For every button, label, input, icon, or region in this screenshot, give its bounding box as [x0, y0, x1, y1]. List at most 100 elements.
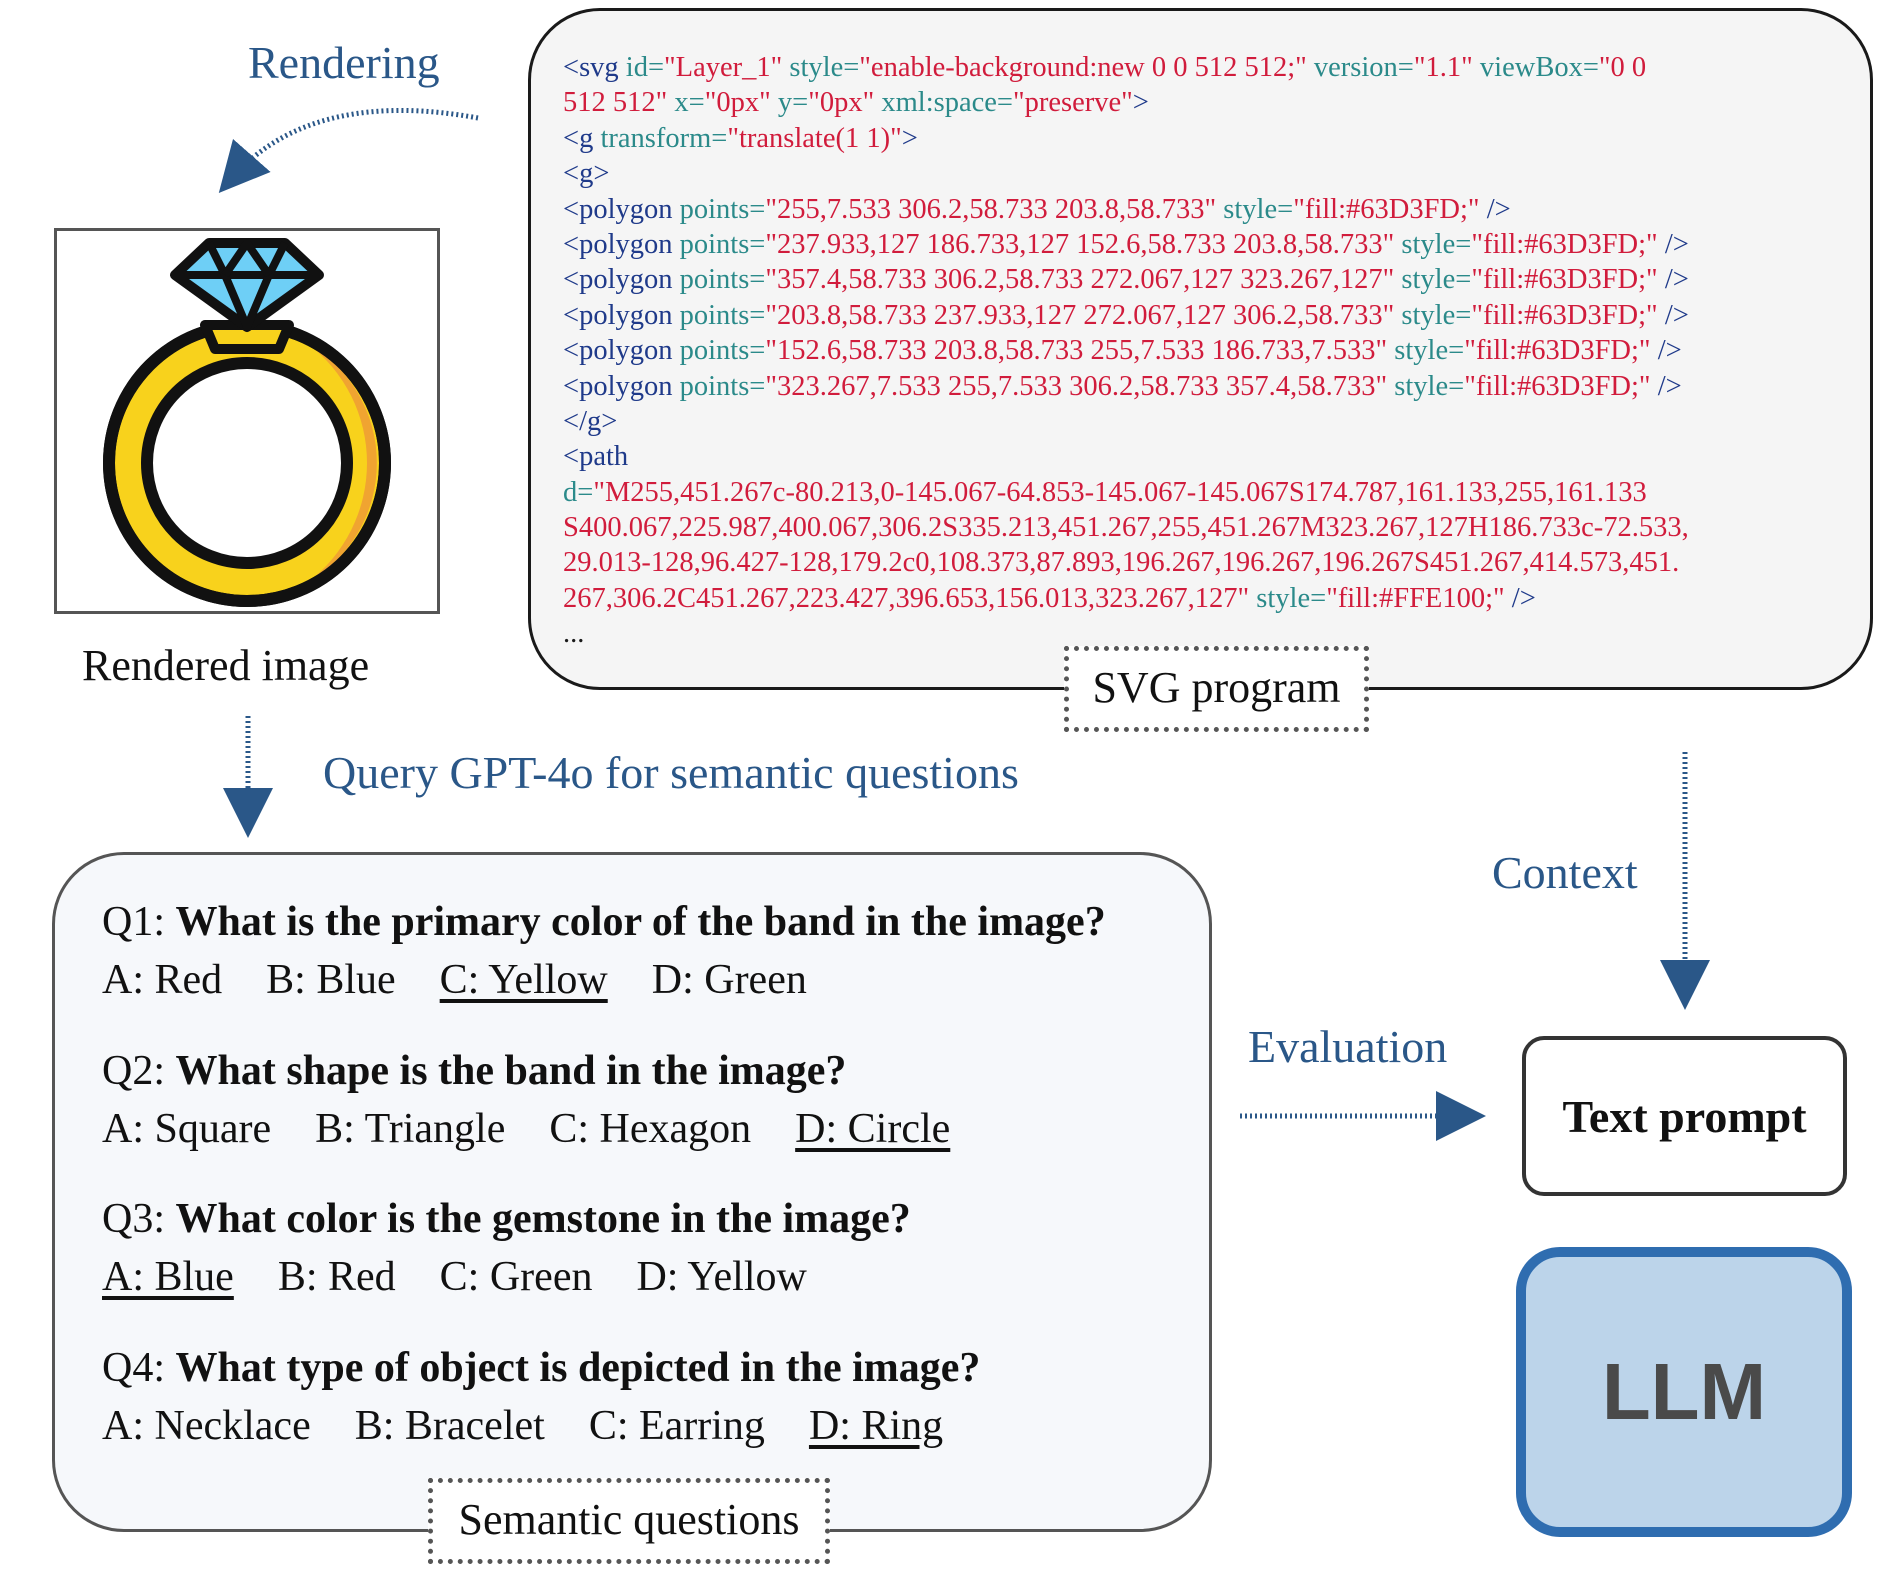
- code-token: y=: [777, 87, 809, 119]
- question-body: What type of object is depicted in the i…: [175, 1345, 981, 1391]
- code-line: <svg id="Layer_1" style="enable-backgrou…: [563, 50, 1863, 85]
- answer-option: C: Hexagon: [549, 1106, 752, 1152]
- code-token: <polygon: [563, 193, 680, 225]
- code-token: <polygon: [563, 335, 680, 367]
- question-body: What shape is the band in the image?: [175, 1048, 847, 1094]
- code-token: points=: [679, 228, 766, 260]
- code-token: "translate(1 1)": [727, 122, 902, 154]
- code-token: version=: [1313, 52, 1414, 83]
- code-token: <polygon: [563, 370, 680, 402]
- code-token: <polygon: [563, 228, 680, 260]
- code-token: "fill:#63D3FD;": [1471, 299, 1665, 331]
- code-token: "fill:#63D3FD;": [1464, 335, 1658, 367]
- answer-option: B: Red: [277, 1254, 396, 1300]
- semantic-questions-box: [52, 852, 1212, 1532]
- svg-program-box: [528, 8, 1873, 690]
- question-text: Q1: What is the primary color of the ban…: [102, 898, 1106, 946]
- code-token: "Layer_1": [664, 52, 790, 83]
- code-token: viewBox=: [1479, 52, 1599, 83]
- answer-option: B: Bracelet: [354, 1403, 545, 1449]
- evaluation-label: Evaluation: [1248, 1021, 1448, 1072]
- code-line: <g transform="translate(1 1)">: [563, 121, 1863, 156]
- question-text: Q2: What shape is the band in the image?: [102, 1047, 846, 1095]
- code-token: transform=: [600, 122, 728, 154]
- code-token: "fill:#FFE100;": [1326, 582, 1512, 614]
- code-token: />: [1511, 582, 1536, 614]
- code-token: style=: [1401, 264, 1472, 296]
- code-token: "255,7.533 306.2,58.733 203.8,58.733": [765, 193, 1224, 225]
- code-line: <polygon points="203.8,58.733 237.933,12…: [563, 298, 1863, 333]
- question-text: Q4: What type of object is depicted in t…: [102, 1344, 980, 1392]
- code-token: />: [1486, 193, 1511, 225]
- code-token: ...: [563, 618, 585, 650]
- rendering-arrow: [218, 108, 479, 194]
- code-token: "1.1": [1413, 52, 1480, 83]
- code-token: <path: [563, 441, 629, 473]
- code-token: xml:space=: [881, 87, 1013, 119]
- code-token: style=: [1394, 370, 1465, 402]
- question-number: Q3:: [102, 1196, 176, 1242]
- svg-program-label: SVG program: [1064, 646, 1369, 732]
- code-token: "203.8,58.733 237.933,127 272.067,127 30…: [765, 299, 1402, 331]
- code-token: >: [901, 122, 918, 154]
- correct-answer-option: C: Yellow: [439, 957, 608, 1003]
- code-token: />: [1664, 228, 1689, 260]
- diamond-ring-icon: [103, 238, 391, 607]
- code-token: <svg: [563, 52, 626, 83]
- answer-option: A: Square: [102, 1106, 272, 1152]
- code-token: style=: [1223, 193, 1294, 225]
- answer-option: A: Red: [102, 957, 223, 1003]
- code-line: 267,306.2C451.267,223.427,396.653,156.01…: [563, 581, 1863, 616]
- rendered-image-frame: [54, 228, 440, 614]
- answer-option: D: Yellow: [636, 1254, 807, 1300]
- code-line: 29.013-128,96.427-128,179.2c0,108.373,87…: [563, 545, 1863, 580]
- answer-option: D: Green: [651, 957, 807, 1003]
- code-token: "323.267,7.533 255,7.533 306.2,58.733 35…: [765, 370, 1395, 402]
- code-line: 512 512" x="0px" y="0px" xml:space="pres…: [563, 85, 1863, 120]
- code-token: />: [1657, 370, 1682, 402]
- code-token: style=: [789, 52, 860, 83]
- code-line: <polygon points="323.267,7.533 255,7.533…: [563, 369, 1863, 404]
- correct-answer-option: D: Circle: [795, 1106, 951, 1152]
- svg-code-listing: <svg id="Layer_1" style="enable-backgrou…: [563, 50, 1863, 652]
- code-line: </g>: [563, 404, 1863, 439]
- code-token: />: [1664, 299, 1689, 331]
- code-token: "0px": [808, 87, 882, 119]
- code-token: points=: [679, 193, 766, 225]
- code-token: id=: [625, 52, 665, 83]
- code-line: ...: [563, 616, 1863, 651]
- code-token: style=: [1401, 299, 1472, 331]
- code-token: "0px": [704, 87, 778, 119]
- code-line: <g>: [563, 156, 1863, 191]
- context-label: Context: [1492, 847, 1638, 898]
- code-token: 512 512": [563, 87, 675, 119]
- correct-answer-option: D: Ring: [808, 1403, 944, 1449]
- code-token: </g>: [563, 405, 618, 437]
- semantic-questions-label: Semantic questions: [428, 1478, 830, 1564]
- code-token: <g: [563, 122, 601, 154]
- code-token: "0 0: [1598, 52, 1647, 83]
- code-token: d=: [563, 476, 594, 508]
- code-token: "fill:#63D3FD;": [1293, 193, 1487, 225]
- answer-option: C: Green: [439, 1254, 593, 1300]
- code-token: "152.6,58.733 203.8,58.733 255,7.533 186…: [765, 335, 1395, 367]
- code-token: 29.013-128,96.427-128,179.2c0,108.373,87…: [563, 547, 1680, 579]
- code-token: "fill:#63D3FD;": [1464, 370, 1658, 402]
- code-token: 267,306.2C451.267,223.427,396.653,156.01…: [563, 582, 1257, 614]
- code-token: points=: [679, 335, 766, 367]
- code-token: points=: [679, 370, 766, 402]
- question-number: Q2:: [102, 1048, 176, 1094]
- question-number: Q1:: [102, 899, 176, 945]
- code-token: "fill:#63D3FD;": [1471, 264, 1665, 296]
- code-token: />: [1657, 335, 1682, 367]
- code-token: "237.933,127 186.733,127 152.6,58.733 20…: [765, 228, 1402, 260]
- query-label: Query GPT-4o for semantic questions: [323, 747, 1019, 798]
- code-token: "M255,451.267c-80.213,0-145.067-64.853-1…: [593, 476, 1647, 508]
- code-token: "357.4,58.733 306.2,58.733 272.067,127 3…: [765, 264, 1402, 296]
- code-token: S400.067,225.987,400.067,306.2S335.213,4…: [563, 512, 1689, 544]
- code-token: <polygon: [563, 299, 680, 331]
